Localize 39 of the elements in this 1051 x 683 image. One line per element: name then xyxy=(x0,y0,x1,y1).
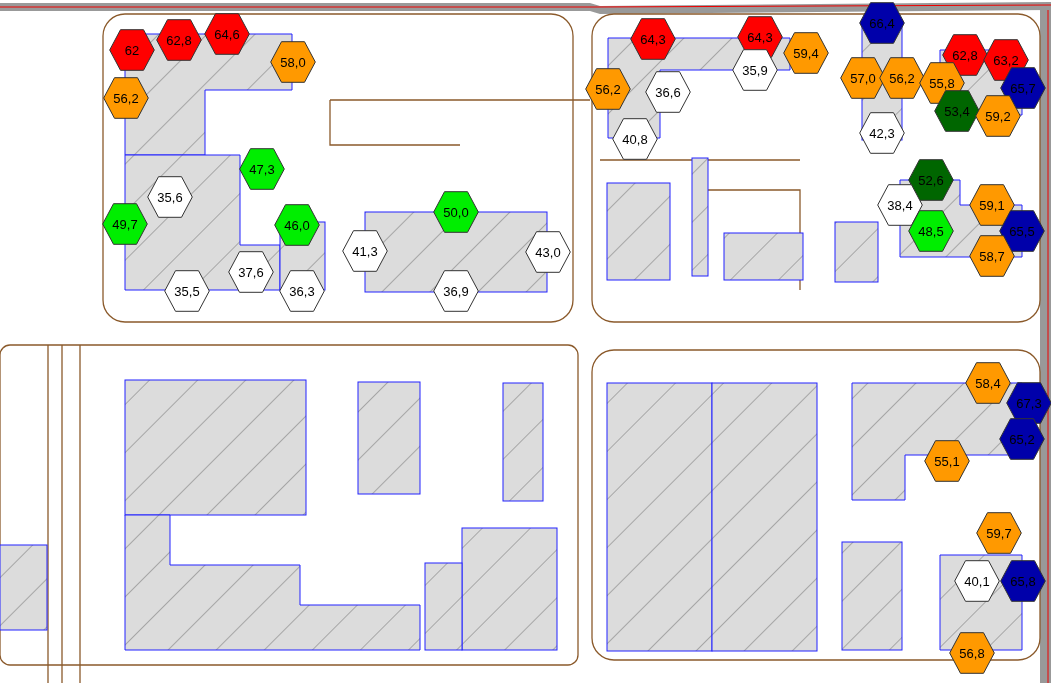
value-hexagon: 59,1 xyxy=(969,184,1015,226)
value-hexagon: 35,6 xyxy=(147,176,193,218)
value-hexagon: 49,7 xyxy=(102,203,148,245)
value-hexagon: 58,7 xyxy=(969,235,1015,277)
value-hexagon: 55,1 xyxy=(924,440,970,482)
value-hexagon: 46,0 xyxy=(274,204,320,246)
value-hexagon: 56,8 xyxy=(949,632,995,674)
value-hexagon: 43,0 xyxy=(525,231,571,273)
value-hexagon: 59,2 xyxy=(975,95,1021,137)
value-hexagon: 35,5 xyxy=(164,270,210,312)
value-hexagon: 35,9 xyxy=(732,49,778,91)
value-hexagon: 56,2 xyxy=(585,68,631,110)
value-hexagon: 62,8 xyxy=(156,19,202,61)
value-hexagon: 36,3 xyxy=(279,270,325,312)
value-hexagon: 56,2 xyxy=(879,57,925,99)
value-hexagon: 64,3 xyxy=(630,18,676,60)
value-hexagon: 52,6 xyxy=(908,159,954,201)
value-hexagon: 64,6 xyxy=(204,13,250,55)
value-hexagon: 58,4 xyxy=(965,362,1011,404)
value-hexagon: 48,5 xyxy=(908,210,954,252)
value-hexagon: 47,3 xyxy=(239,148,285,190)
value-hexagon: 65,2 xyxy=(999,418,1045,460)
value-hexagon: 50,0 xyxy=(433,191,479,233)
value-hexagon: 42,3 xyxy=(859,112,905,154)
value-hexagon: 59,7 xyxy=(976,512,1022,554)
value-hexagon: 65,8 xyxy=(1000,560,1046,602)
value-hexagon: 66,4 xyxy=(859,2,905,44)
value-hexagon: 59,4 xyxy=(783,32,829,74)
value-hexagon: 36,6 xyxy=(645,71,691,113)
value-hexagon: 53,4 xyxy=(934,90,980,132)
value-hexagon: 40,1 xyxy=(954,560,1000,602)
value-hexagon: 36,9 xyxy=(433,270,479,312)
value-hexagon: 58,0 xyxy=(270,41,316,83)
value-hexagon: 56,2 xyxy=(103,77,149,119)
value-hexagon: 38,4 xyxy=(877,184,923,226)
value-hexagon: 37,6 xyxy=(228,251,274,293)
value-hexagon: 40,8 xyxy=(612,118,658,160)
value-hexagon: 62 xyxy=(109,29,155,71)
value-hexagon: 41,3 xyxy=(342,230,388,272)
